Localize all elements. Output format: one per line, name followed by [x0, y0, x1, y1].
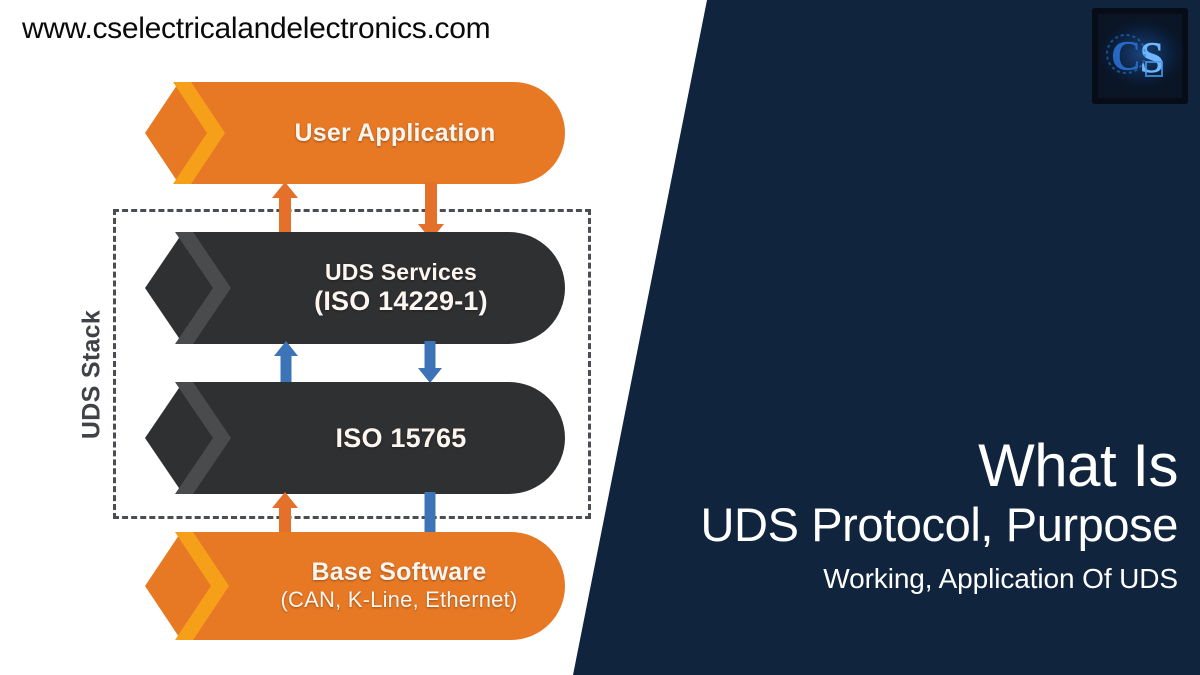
- uds-stack-label: UDS Stack: [77, 309, 106, 440]
- uds-stack-boundary: [113, 209, 591, 519]
- band-uds-services[interactable]: UDS Services (ISO 14229-1): [145, 232, 565, 344]
- arrow-down-icon-uds-to-iso: [418, 341, 442, 383]
- svg-text:C: C: [1111, 34, 1141, 80]
- headline-block: What Is UDS Protocol, Purpose Working, A…: [558, 432, 1179, 596]
- arrow-up-icon-app-to-uds: [272, 182, 298, 240]
- arrow-up-icon-iso-to-base: [272, 492, 298, 548]
- band-base-software[interactable]: Base Software (CAN, K-Line, Ethernet): [145, 532, 565, 640]
- band-iso-15765[interactable]: ISO 15765: [145, 382, 565, 494]
- cs-logo-icon: C S: [1092, 8, 1188, 104]
- svg-text:S: S: [1140, 33, 1164, 82]
- headline-line-3: Working, Application Of UDS: [823, 563, 1178, 595]
- arrow-up-icon-uds-to-iso: [274, 341, 298, 383]
- headline-line-1: What Is: [978, 432, 1178, 499]
- site-url-text: www.cselectricalandelectronics.com: [22, 12, 491, 45]
- headline-line-2: UDS Protocol, Purpose: [700, 498, 1179, 552]
- arrow-down-icon-app-to-uds: [418, 182, 444, 240]
- band-user-application[interactable]: User Application: [145, 82, 565, 184]
- uds-stack-diagram: UDS Stack User Application: [0, 60, 620, 660]
